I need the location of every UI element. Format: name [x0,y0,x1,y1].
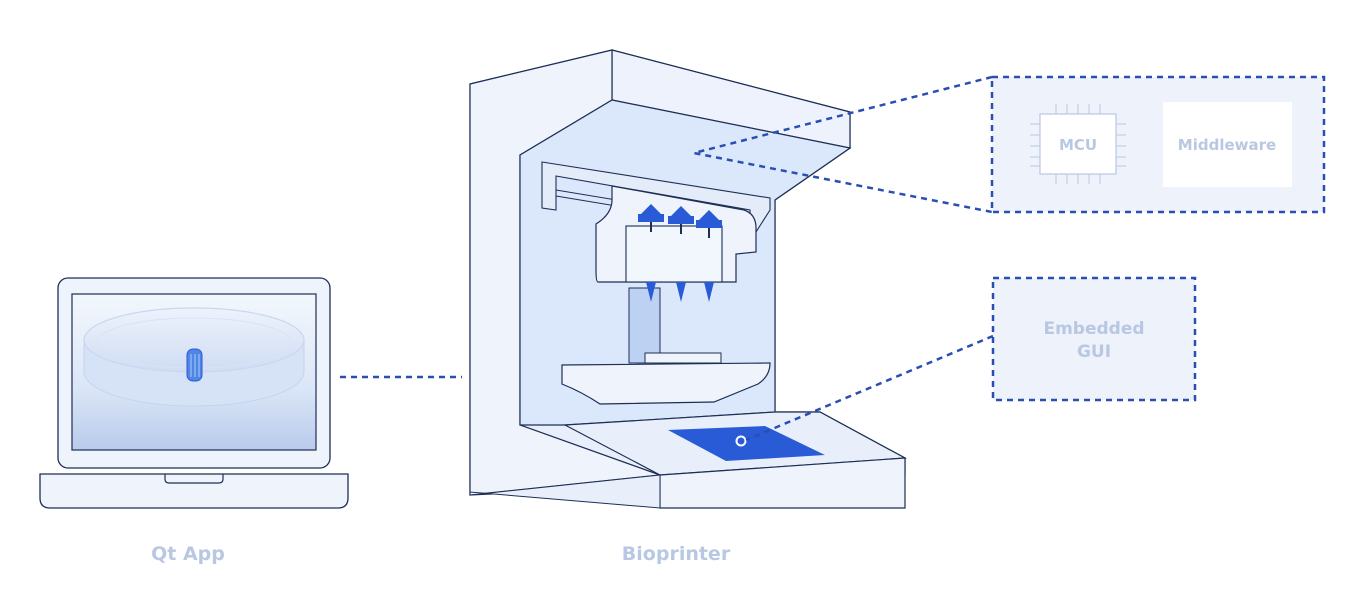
printhead-panel [625,225,723,283]
touchscreen-indicator-icon [735,435,747,447]
laptop-base [39,473,349,509]
nozzle-icon [668,206,694,302]
mcu-label: MCU [1059,136,1097,154]
nozzle-icon [696,210,722,302]
laptop-notch [164,474,224,484]
bioprinter [469,49,908,509]
bioprinter-label: Bioprinter [622,543,731,565]
nozzle-icon [638,204,664,302]
support-column [628,287,661,364]
middleware-label: Middleware [1178,136,1276,154]
embedded-gui-box: Embedded GUI [991,276,1197,402]
embedded-touchscreen [668,426,825,461]
link-touchscreen-embedded-gui [745,334,994,442]
qt-app-label: Qt App [151,543,225,565]
controller-box: MCU Middleware [990,75,1326,214]
embedded-gui-label-line1: Embedded [1043,319,1144,339]
laptop [39,277,349,509]
frame-base-left [469,474,661,509]
middleware-block [1163,102,1292,187]
embedded-gui-label-line2: GUI [1077,342,1111,362]
mcu-chip-icon [1030,104,1126,184]
tissue-sample-icon [186,348,203,382]
link-bioprinter-controller [693,75,993,214]
petri-dish-icon [83,307,305,407]
print-bed [561,352,771,405]
